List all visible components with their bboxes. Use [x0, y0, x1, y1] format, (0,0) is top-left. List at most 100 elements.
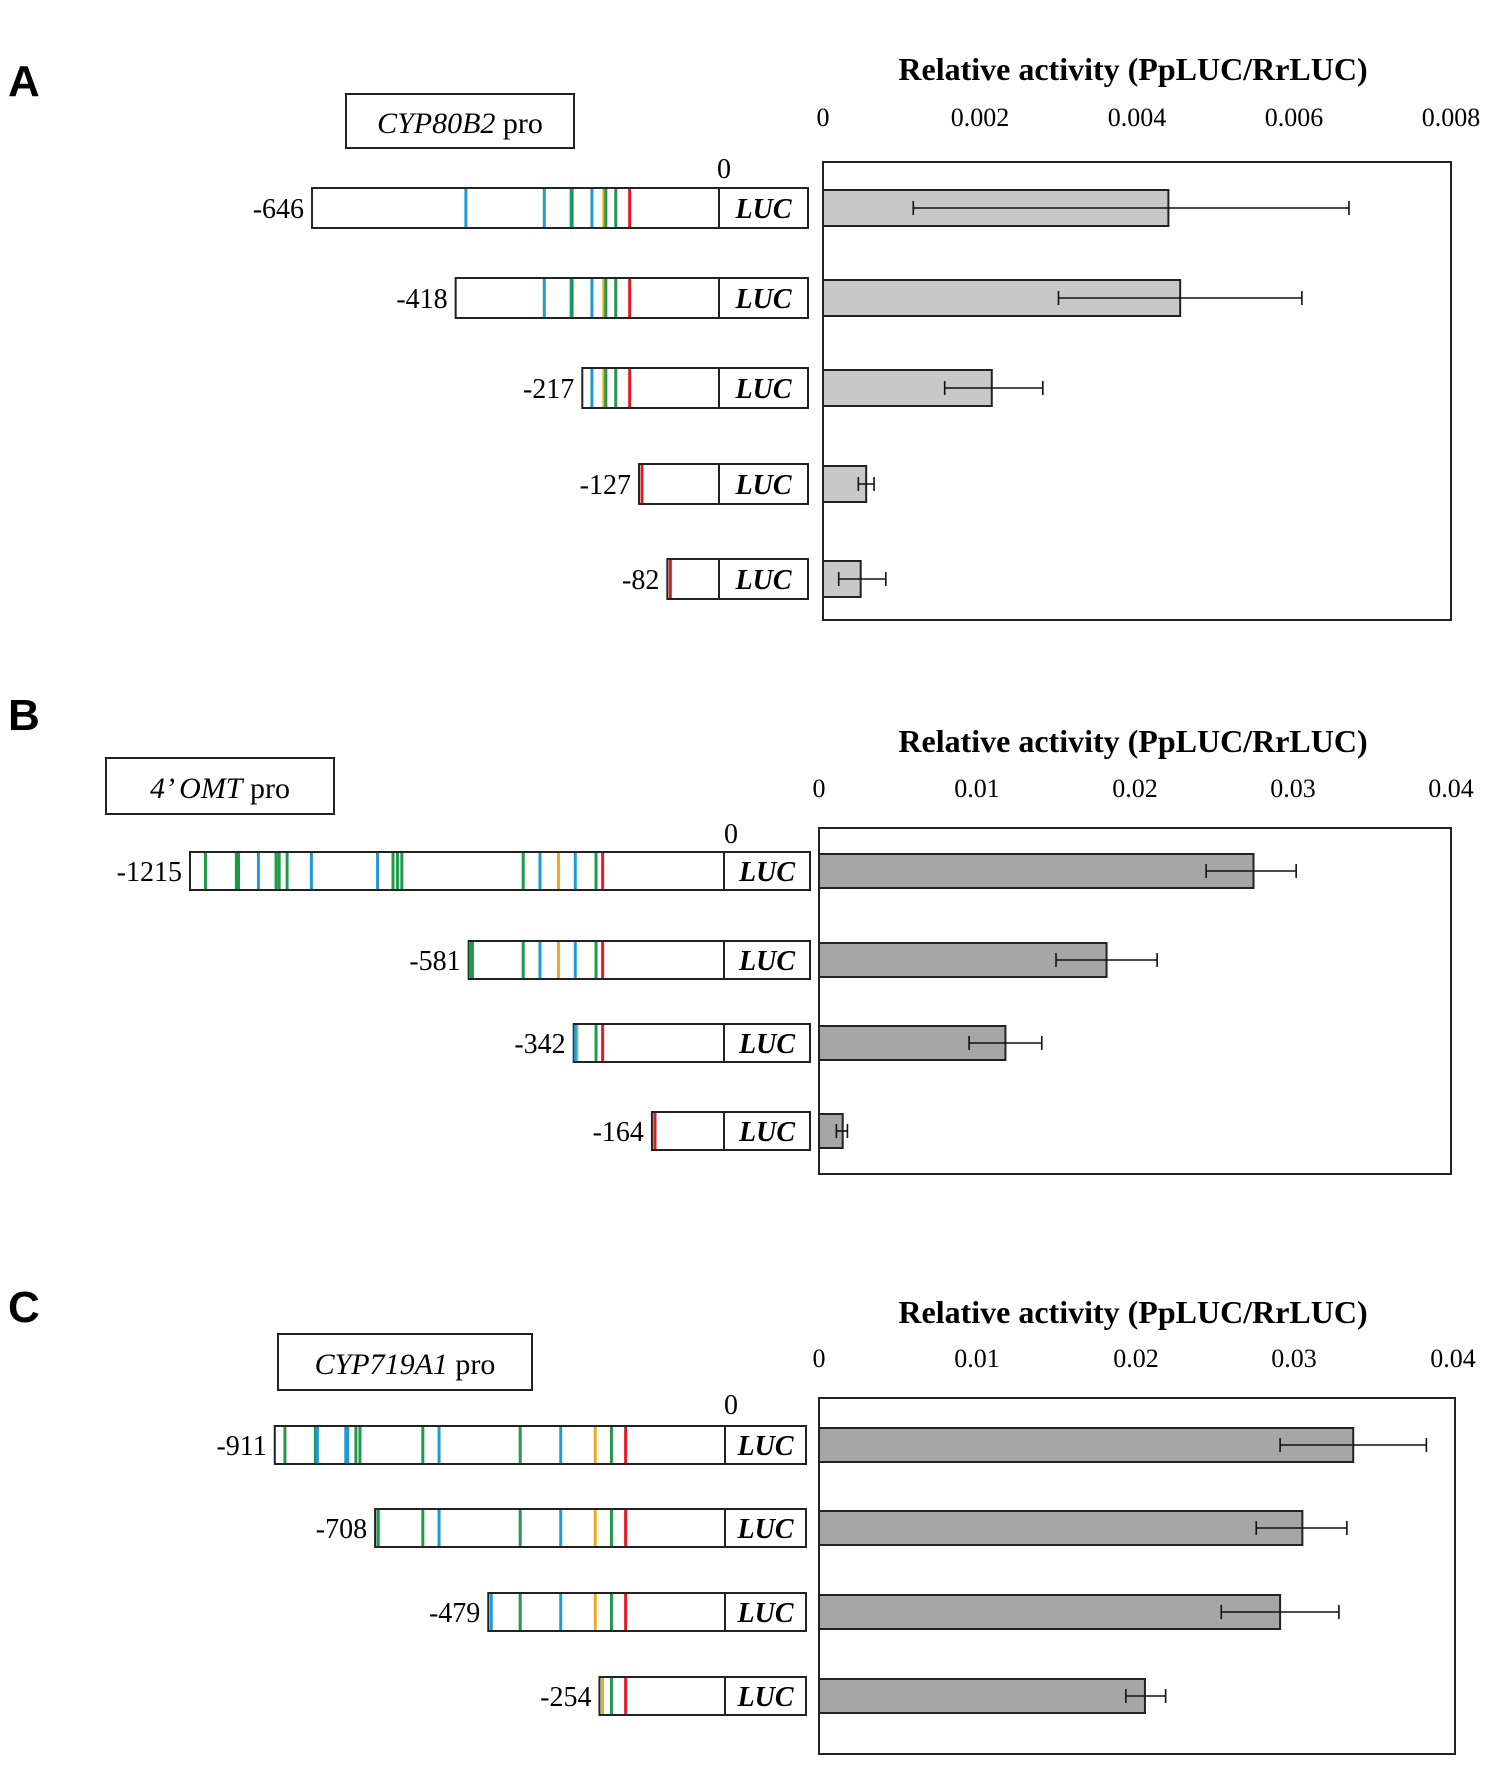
promoter-suffix: pro: [495, 107, 543, 140]
luc-label: LUC: [735, 194, 792, 225]
promoter-label-b: 4’ OMT pro: [150, 772, 290, 805]
luc-label: LUC: [738, 946, 795, 977]
promoter-segment: [598, 1676, 727, 1716]
construct-row: LUC -418: [396, 277, 1303, 319]
construct-row: LUC -127: [580, 463, 875, 505]
x-tick-label: 0: [813, 1344, 826, 1373]
construct-start-label: -164: [593, 1117, 644, 1148]
luc-label: LUC: [738, 1029, 795, 1060]
construct-row: LUC -342: [514, 1023, 1043, 1063]
plot-frame-c: [818, 1397, 1456, 1755]
construct-start-label: -479: [429, 1598, 480, 1629]
luc-label: LUC: [735, 470, 792, 501]
promoter-segment: [454, 277, 720, 319]
x-tick-label: 0.008: [1422, 103, 1481, 132]
promoter-label-box-c: [277, 1333, 533, 1391]
luc-label: LUC: [737, 1598, 794, 1629]
luc-box: [718, 277, 809, 319]
luc-box: [724, 1676, 807, 1716]
panel-c: C Relative activity (PpLUC/RrLUC) 0 0.01…: [8, 1283, 1476, 1755]
activity-bar: [818, 1678, 1146, 1714]
luc-box: [723, 851, 811, 891]
promoter-label-a: CYP80B2 pro: [377, 107, 543, 140]
x-tick-label: 0.04: [1430, 1344, 1476, 1373]
luc-box: [718, 463, 809, 505]
luc-box: [718, 367, 809, 409]
position-zero-label-b: 0: [724, 819, 738, 850]
activity-bar: [818, 1427, 1355, 1463]
x-tick-label: 0: [813, 774, 826, 803]
luc-label: LUC: [738, 1117, 795, 1148]
x-tick-labels-c: 0 0.01 0.02 0.03 0.04: [813, 1344, 1476, 1373]
luc-box: [718, 558, 809, 600]
activity-bar: [818, 1510, 1304, 1546]
construct-start-label: -342: [514, 1029, 565, 1060]
construct-row: LUC -164: [593, 1111, 849, 1151]
construct-row: LUC -708: [316, 1508, 1348, 1548]
axis-title-a: Relative activity (PpLUC/RrLUC): [898, 51, 1367, 87]
luc-box: [718, 187, 809, 229]
promoter-gene-name: 4’ OMT: [150, 772, 245, 805]
promoter-suffix: pro: [243, 772, 291, 805]
position-zero-label-a: 0: [717, 154, 731, 185]
construct-start-label: -418: [396, 284, 447, 315]
promoter-label-box-a: [345, 93, 575, 149]
construct-start-label: -1215: [117, 857, 182, 888]
construct-start-label: -708: [316, 1514, 367, 1545]
x-tick-label: 0.03: [1270, 774, 1316, 803]
construct-row: LUC -479: [429, 1592, 1340, 1632]
luc-label: LUC: [735, 284, 792, 315]
panel-b: B Relative activity (PpLUC/RrLUC) 0 0.01…: [8, 691, 1474, 1175]
panel-letter-a: A: [8, 57, 40, 106]
luc-box: [723, 940, 811, 980]
construct-start-label: -646: [253, 194, 304, 225]
luc-box: [723, 1023, 811, 1063]
panel-letter-c: C: [8, 1283, 40, 1332]
promoter-segment: [572, 1023, 725, 1063]
promoter-label-c: CYP719A1 pro: [315, 1348, 496, 1381]
promoter-segment: [487, 1592, 726, 1632]
construct-row: LUC -581: [409, 940, 1158, 980]
construct-start-label: -911: [216, 1431, 266, 1462]
x-tick-label: 0.004: [1108, 103, 1167, 132]
promoter-label-box-b: [105, 757, 335, 815]
x-tick-labels-b: 0 0.01 0.02 0.03 0.04: [813, 774, 1474, 803]
plot-frame-b: [818, 827, 1452, 1175]
construct-row: LUC-911: [216, 1425, 1428, 1465]
construct-row: LUC-254: [540, 1676, 1167, 1716]
x-tick-label: 0.02: [1112, 774, 1158, 803]
promoter-segment: [650, 1111, 725, 1151]
x-tick-label: 0: [817, 103, 830, 132]
panel-a: A Relative activity (PpLUC/RrLUC) 0 0.00…: [8, 51, 1481, 621]
promoter-segment: [666, 558, 721, 600]
promoter-segment: [273, 1425, 726, 1465]
construct-start-label: -127: [580, 470, 631, 501]
panel-letter-b: B: [8, 691, 40, 740]
construct-row: LUC-217: [523, 367, 1044, 409]
x-tick-label: 0.006: [1265, 103, 1324, 132]
x-tick-label: 0.03: [1271, 1344, 1317, 1373]
construct-start-label: -581: [409, 946, 460, 977]
luc-label: LUC: [737, 1682, 794, 1713]
luc-label: LUC: [737, 1514, 794, 1545]
construct-row: LUC-1215: [117, 851, 1297, 891]
position-zero-label-c: 0: [724, 1390, 738, 1421]
axis-title-c: Relative activity (PpLUC/RrLUC): [898, 1294, 1367, 1330]
luc-box: [724, 1592, 807, 1632]
luc-box: [724, 1508, 807, 1548]
luc-label: LUC: [735, 374, 792, 405]
promoter-gene-name: CYP719A1: [315, 1348, 448, 1381]
axis-title-b: Relative activity (PpLUC/RrLUC): [898, 723, 1367, 759]
promoter-segment: [374, 1508, 726, 1548]
x-tick-label: 0.002: [951, 103, 1010, 132]
promoter-segment: [637, 463, 720, 505]
promoter-gene-name: CYP80B2: [377, 107, 495, 140]
activity-bar: [818, 853, 1255, 889]
x-tick-label: 0.04: [1428, 774, 1474, 803]
x-tick-label: 0.02: [1113, 1344, 1159, 1373]
luc-box: [724, 1425, 807, 1465]
